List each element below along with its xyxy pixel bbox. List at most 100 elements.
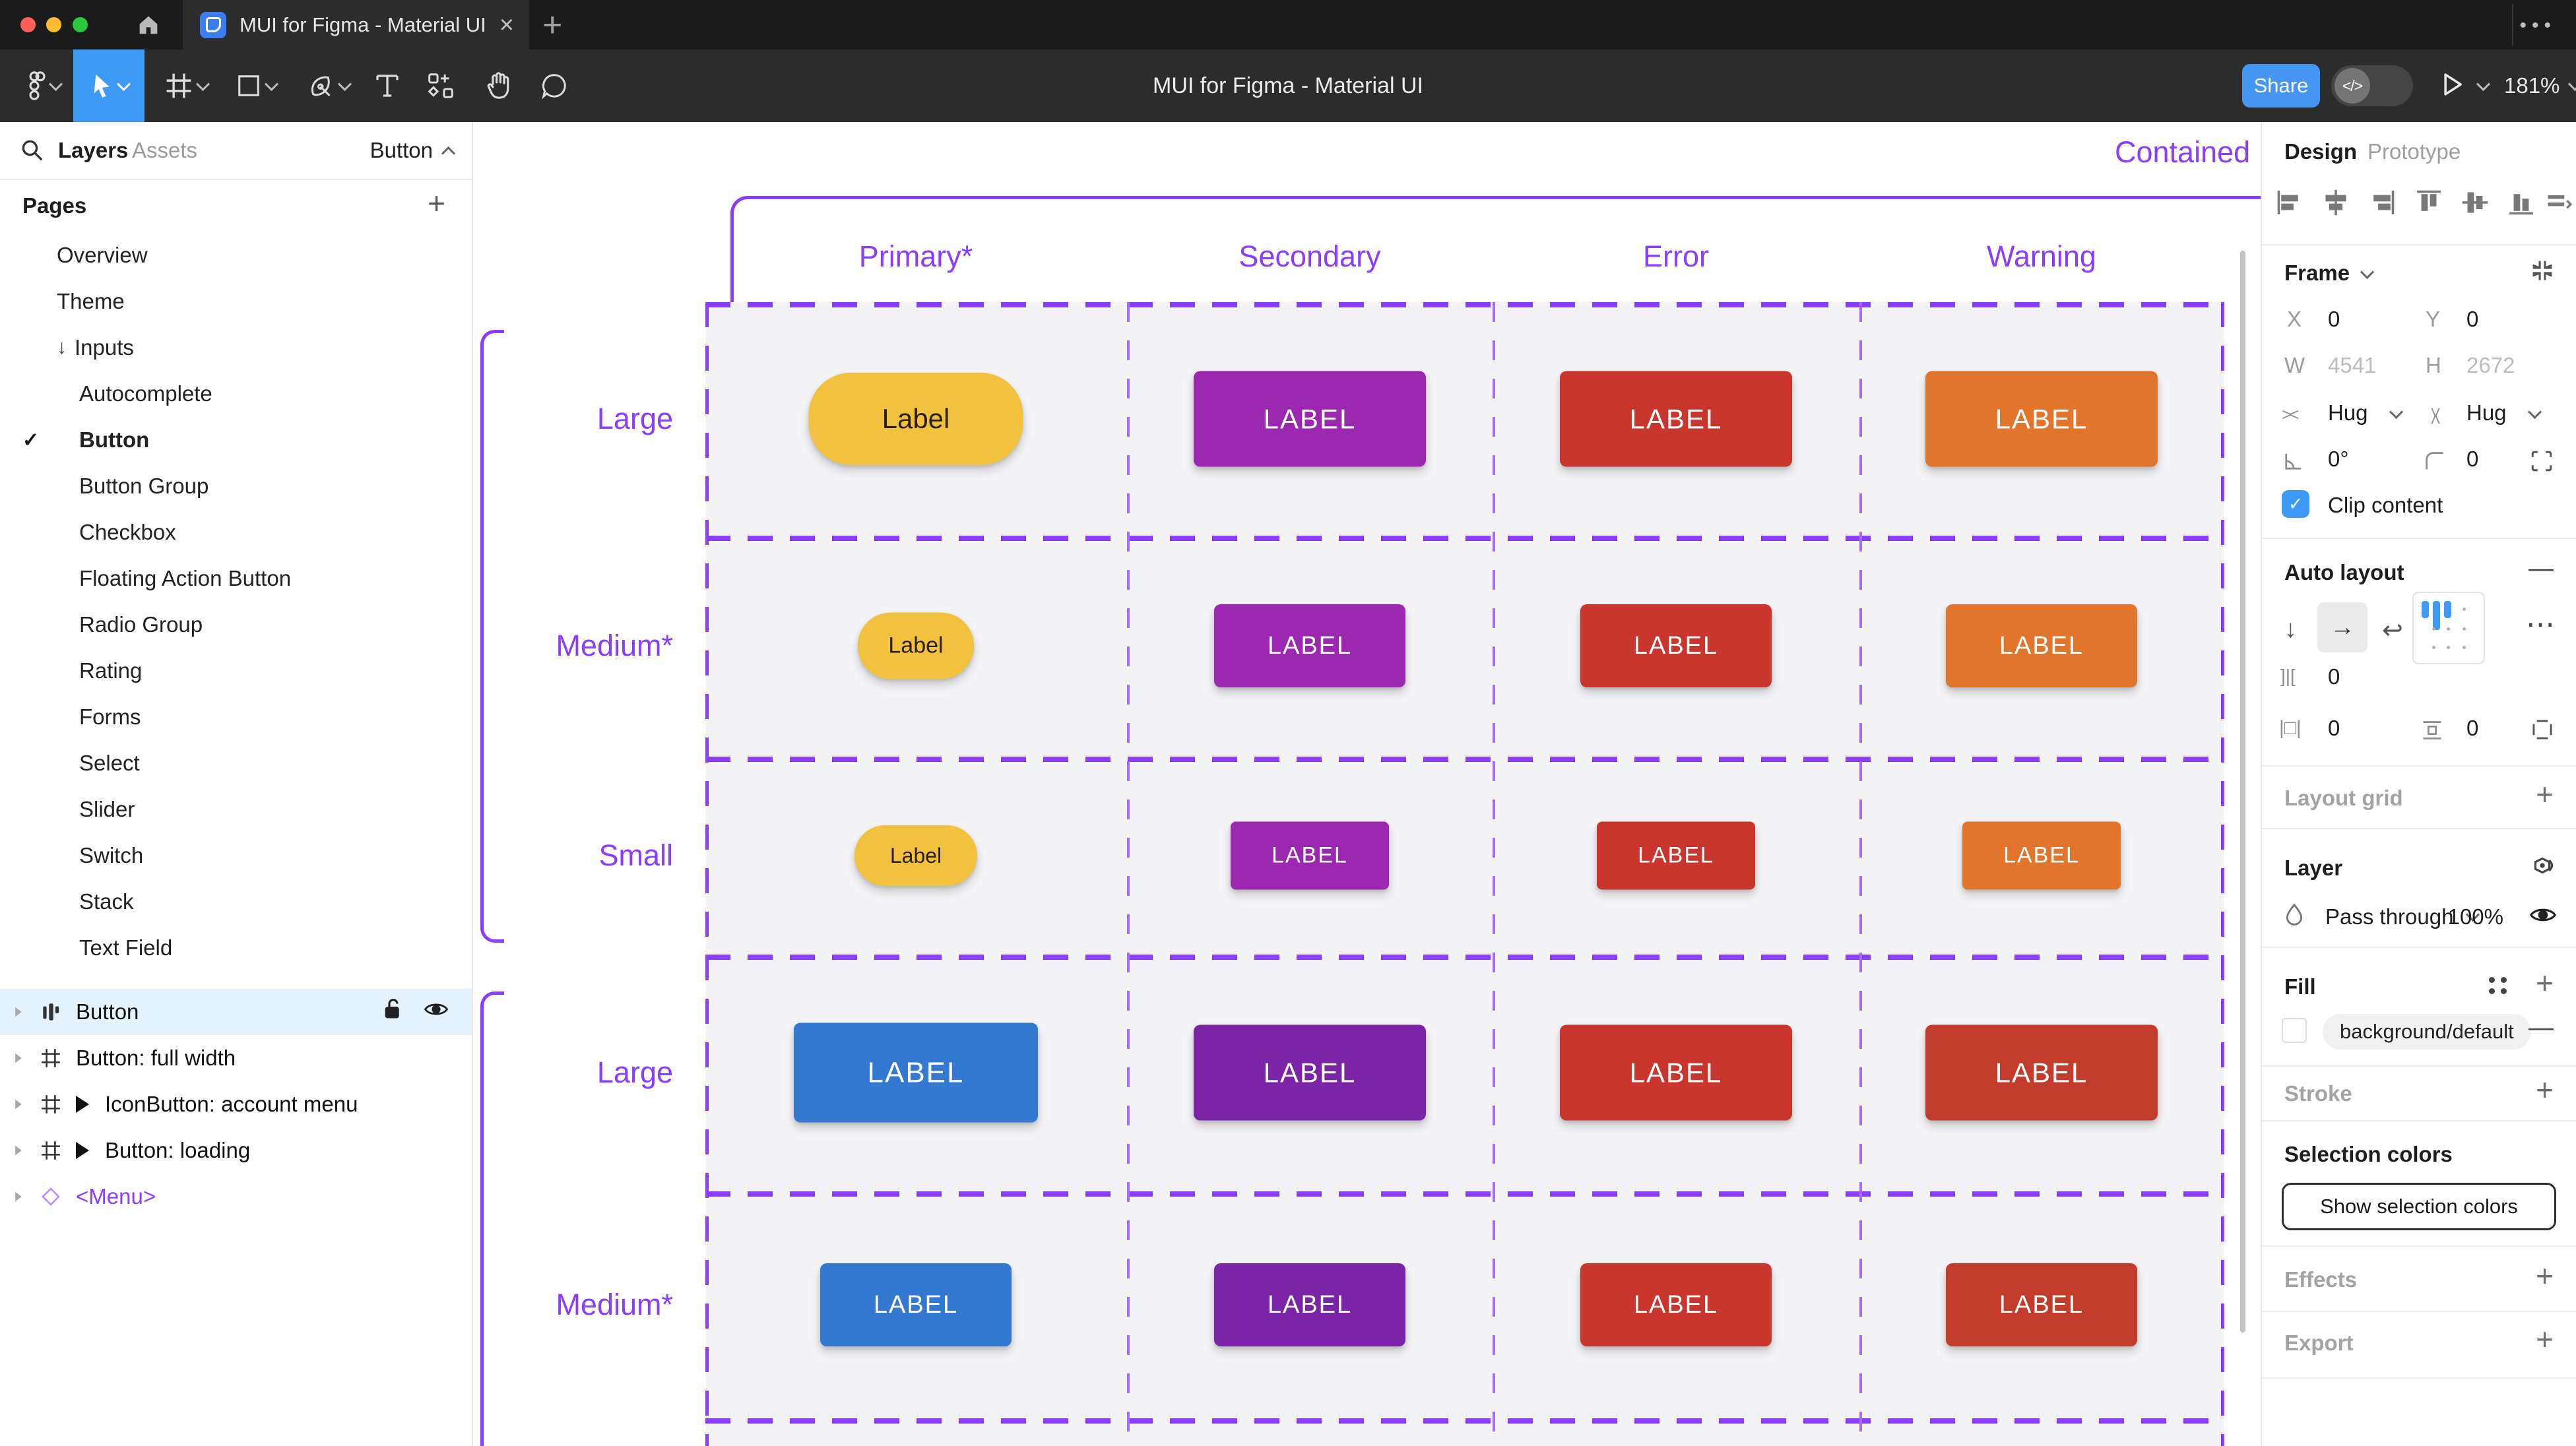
pen-tool-button[interactable] (296, 49, 362, 122)
mui-button-error-medium[interactable]: LABEL (1580, 1263, 1772, 1346)
present-chevron-icon[interactable] (2476, 77, 2491, 91)
mui-button-primary-medium[interactable]: Label (858, 612, 974, 679)
share-button[interactable]: Share (2242, 64, 2320, 108)
sidebar-page-stack[interactable]: Stack (0, 879, 472, 925)
mui-button-primary-large[interactable]: Label (808, 373, 1023, 465)
maximize-window-button[interactable] (73, 17, 88, 32)
rotation-value[interactable]: 0° (2328, 447, 2349, 471)
mui-button-error-medium[interactable]: LABEL (1580, 604, 1772, 687)
sidebar-page-radio-group[interactable]: Radio Group (0, 602, 472, 648)
main-menu-button[interactable] (12, 49, 71, 122)
close-window-button[interactable] (20, 17, 36, 32)
present-button[interactable] (2441, 72, 2464, 100)
mui-button-error-small[interactable]: LABEL (1597, 821, 1755, 890)
opacity-value[interactable]: 100% (2447, 904, 2503, 929)
gap-value[interactable]: 0 (2328, 664, 2340, 689)
hand-tool-button[interactable] (472, 49, 525, 122)
sidebar-page-button-group[interactable]: Button Group (0, 463, 472, 509)
move-tool-chevron-icon[interactable] (116, 77, 131, 91)
remove-fill-button[interactable]: — (2528, 1014, 2554, 1042)
search-icon[interactable] (20, 138, 45, 166)
mui-button-error-large[interactable]: LABEL (1560, 371, 1792, 467)
frame-section-title[interactable]: Frame (2284, 261, 2350, 285)
minimize-window-button[interactable] (46, 17, 61, 32)
h-value[interactable]: 2672 (2466, 353, 2515, 377)
tab-design[interactable]: Design (2284, 139, 2358, 164)
collapse-panel-icon[interactable] (2528, 257, 2556, 290)
align-bottom-icon[interactable] (2507, 188, 2536, 222)
align-left-icon[interactable] (2275, 188, 2304, 222)
align-right-icon[interactable] (2367, 188, 2397, 222)
move-tool-button[interactable] (73, 49, 145, 122)
fill-token-chip[interactable]: background/default (2323, 1014, 2531, 1050)
align-horizontal-center-icon[interactable] (2321, 188, 2350, 222)
sidebar-page-rating[interactable]: Rating (0, 648, 472, 694)
mui-button-secondary-large[interactable]: LABEL (1194, 371, 1426, 467)
zoom-menu[interactable]: 181% (2504, 49, 2576, 122)
add-stroke-button[interactable]: + (2536, 1073, 2554, 1107)
visible-eye-icon[interactable] (423, 997, 449, 1026)
auto-layout-options-icon[interactable]: ⋯ (2526, 608, 2558, 641)
hug-v-chevron-icon[interactable] (2527, 404, 2542, 420)
expand-chevron-icon[interactable] (15, 1053, 22, 1063)
horizontal-padding-value[interactable]: 0 (2328, 716, 2340, 740)
frame-type-chevron-icon[interactable] (2360, 265, 2375, 280)
align-top-icon[interactable] (2414, 188, 2443, 222)
layout-grid-title[interactable]: Layout grid (2284, 786, 2403, 810)
mui-button-primary-large[interactable]: LABEL (794, 1022, 1038, 1123)
expand-chevron-icon[interactable] (15, 1145, 22, 1156)
sidebar-page-select[interactable]: Select (0, 740, 472, 786)
vertical-padding-value[interactable]: 0 (2466, 716, 2479, 740)
text-tool-button[interactable] (364, 49, 410, 122)
layout-wrap-icon[interactable]: ↩ (2382, 617, 2403, 644)
unlock-icon[interactable] (382, 997, 404, 1026)
alignment-grid[interactable] (2412, 592, 2485, 664)
layout-vertical-icon[interactable]: ↓ (2284, 615, 2297, 643)
mui-button-primary-small[interactable]: Label (854, 825, 977, 886)
add-page-button[interactable]: + (428, 186, 445, 220)
add-layout-grid-button[interactable]: + (2536, 777, 2554, 811)
sidebar-page-inputs[interactable]: ↓Inputs (0, 325, 472, 371)
corner-radius-value[interactable]: 0 (2466, 447, 2479, 471)
layer-row-iconbutton-account-menu[interactable]: IconButton: account menu (0, 1081, 472, 1127)
expand-chevron-icon[interactable] (15, 1191, 22, 1202)
blend-mode-value[interactable]: Pass through (2325, 904, 2454, 929)
shape-tool-chevron-icon[interactable] (264, 77, 278, 91)
show-selection-colors-button[interactable]: Show selection colors (2282, 1183, 2556, 1230)
layer-row--menu-[interactable]: <Menu> (0, 1174, 472, 1220)
individual-padding-icon[interactable] (2530, 717, 2555, 747)
stroke-section-title[interactable]: Stroke (2284, 1081, 2352, 1106)
remove-auto-layout-button[interactable]: — (2528, 555, 2554, 582)
resources-tool-button[interactable] (414, 49, 467, 122)
tab-prototype[interactable]: Prototype (2367, 139, 2461, 164)
frame-tool-chevron-icon[interactable] (195, 77, 210, 91)
layout-horizontal-icon[interactable]: → (2317, 602, 2367, 652)
expand-chevron-icon[interactable] (15, 1007, 22, 1017)
file-tab[interactable]: MUI for Figma - Material UI × (183, 0, 529, 49)
fill-styles-icon[interactable] (2489, 977, 2507, 994)
fill-color-swatch[interactable] (2282, 1018, 2307, 1043)
w-value[interactable]: 4541 (2328, 353, 2377, 377)
mui-button-warning-medium[interactable]: LABEL (1946, 1263, 2137, 1346)
export-section-title[interactable]: Export (2284, 1331, 2354, 1355)
expand-chevron-icon[interactable] (15, 1099, 22, 1110)
sidebar-page-forms[interactable]: Forms (0, 694, 472, 740)
hug-h-chevron-icon[interactable] (2389, 404, 2404, 420)
selected-frame-label[interactable]: Contained (2115, 135, 2251, 169)
distribute-spacing-icon[interactable] (2544, 188, 2573, 222)
layer-row-button-loading[interactable]: Button: loading (0, 1127, 472, 1174)
shape-tool-button[interactable] (223, 49, 289, 122)
auto-layout-title[interactable]: Auto layout (2284, 560, 2404, 584)
mui-button-secondary-small[interactable]: LABEL (1231, 821, 1389, 890)
mui-button-secondary-medium[interactable]: LABEL (1214, 1263, 1405, 1346)
mui-button-warning-small[interactable]: LABEL (1962, 821, 2121, 890)
dev-mode-toggle[interactable]: </> (2331, 65, 2413, 106)
layer-row-button-full-width[interactable]: Button: full width (0, 1035, 472, 1081)
sidebar-page-theme[interactable]: Theme (0, 278, 472, 325)
mui-button-secondary-large[interactable]: LABEL (1194, 1024, 1426, 1121)
sidebar-page-switch[interactable]: Switch (0, 833, 472, 879)
pen-tool-chevron-icon[interactable] (337, 77, 352, 91)
effects-section-title[interactable]: Effects (2284, 1267, 2358, 1292)
add-fill-button[interactable]: + (2536, 966, 2554, 1000)
